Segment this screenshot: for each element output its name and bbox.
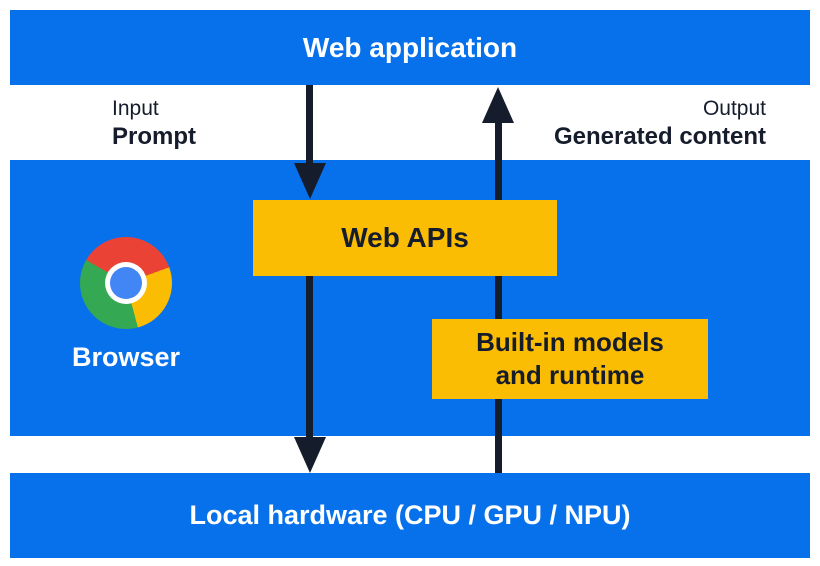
web-application-bar: Web application [10, 10, 810, 85]
builtin-models-label-line1: Built-in models [476, 327, 664, 357]
down-arrowhead-into-web-apis [294, 163, 326, 199]
builtin-models-label-line2: and runtime [495, 360, 645, 390]
builtin-models-box: Built-in models and runtime [432, 319, 708, 399]
browser-label: Browser [71, 342, 181, 372]
web-apis-label: Web APIs [341, 222, 469, 253]
chrome-icon-white-ring [105, 262, 147, 304]
output-title: Output [702, 97, 766, 120]
input-label-group: Input Prompt [112, 96, 196, 152]
chrome-icon-blue-center [110, 267, 142, 299]
up-arrowhead-into-web-application [482, 87, 514, 123]
input-value: Prompt [112, 123, 196, 150]
chrome-browser-icon [80, 237, 172, 329]
up-arrow-line [495, 122, 502, 473]
web-application-label: Web application [302, 31, 518, 63]
output-value: Generated content [553, 123, 766, 150]
down-arrowhead-into-local-hardware [294, 437, 326, 473]
input-title: Input [112, 97, 159, 120]
local-hardware-label: Local hardware (CPU / GPU / NPU) [189, 500, 631, 530]
down-arrow-line-top [306, 85, 313, 164]
web-apis-box: Web APIs [253, 200, 557, 276]
down-arrow-line-bottom [306, 275, 313, 438]
output-label-group: Output Generated content [554, 96, 766, 152]
local-hardware-bar: Local hardware (CPU / GPU / NPU) [10, 473, 810, 558]
